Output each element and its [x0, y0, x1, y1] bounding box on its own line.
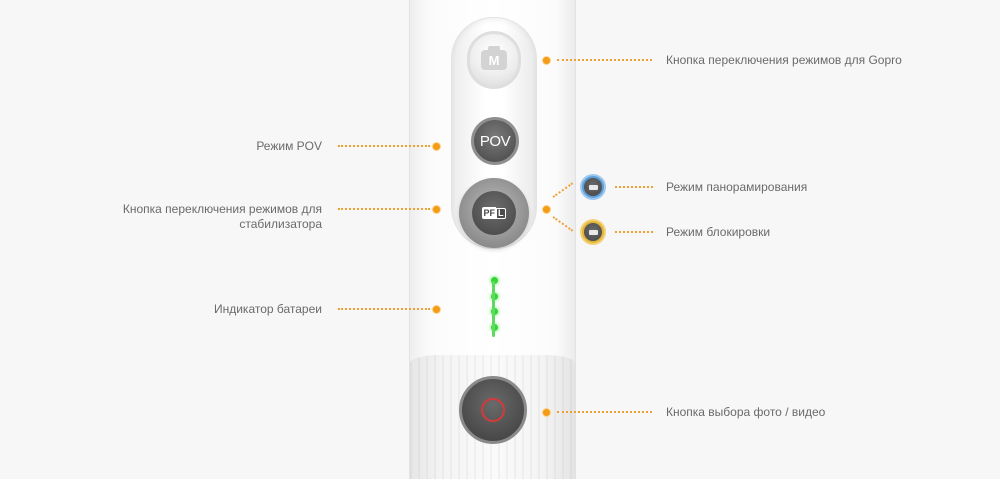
- gimbal-device: M POV PF L: [409, 0, 576, 479]
- lock-mode-icon: [584, 223, 602, 241]
- callout-dot: [432, 142, 441, 151]
- pf-l-icon: PF L: [482, 207, 506, 219]
- leader-line: [557, 59, 652, 61]
- pov-button-label: POV: [479, 132, 511, 150]
- label-lock-mode: Режим блокировки: [666, 225, 771, 239]
- label-gopro-mode-button: Кнопка переключения режимов для Gopro: [666, 53, 902, 67]
- pan-mode-indicator: [580, 174, 606, 200]
- camera-icon: M: [481, 46, 507, 70]
- leader-line: [338, 208, 430, 210]
- pan-mode-icon: [584, 178, 602, 196]
- mode-letter: M: [488, 52, 500, 68]
- pf-icon-text: PF: [482, 207, 496, 219]
- battery-led: [490, 277, 498, 284]
- leader-line: [338, 308, 430, 310]
- callout-dot: [432, 305, 441, 314]
- l-icon-text: L: [496, 207, 506, 219]
- leader-line: [615, 231, 653, 233]
- callout-dot: [542, 408, 551, 417]
- label-stabilizer-line2: стабилизатора: [239, 217, 322, 231]
- leader-line: [615, 186, 653, 188]
- stabilizer-mode-button[interactable]: PF L: [459, 178, 529, 248]
- callout-dot: [432, 205, 441, 214]
- record-ring-icon: [481, 398, 505, 422]
- gopro-mode-button[interactable]: M: [467, 31, 521, 89]
- label-battery-indicator: Индикатор батареи: [213, 302, 322, 316]
- label-pan-mode: Режим панорамирования: [666, 180, 808, 194]
- pov-button[interactable]: POV: [471, 117, 519, 165]
- label-pov-mode: Режим POV: [256, 139, 322, 153]
- label-photo-video-button: Кнопка выбора фото / видео: [666, 405, 826, 419]
- callout-dot: [542, 56, 551, 65]
- leader-line: [338, 145, 430, 147]
- leader-line: [557, 411, 652, 413]
- label-stabilizer-mode-button: Кнопка переключения режимов для стабилиз…: [100, 202, 322, 232]
- callout-dot: [542, 205, 551, 214]
- lock-mode-indicator: [580, 219, 606, 245]
- photo-video-button[interactable]: [459, 376, 527, 444]
- battery-indicator: [490, 277, 498, 339]
- label-stabilizer-line1: Кнопка переключения режимов для: [122, 202, 322, 216]
- stabilizer-button-core: PF L: [472, 191, 516, 235]
- battery-bar: [492, 281, 495, 337]
